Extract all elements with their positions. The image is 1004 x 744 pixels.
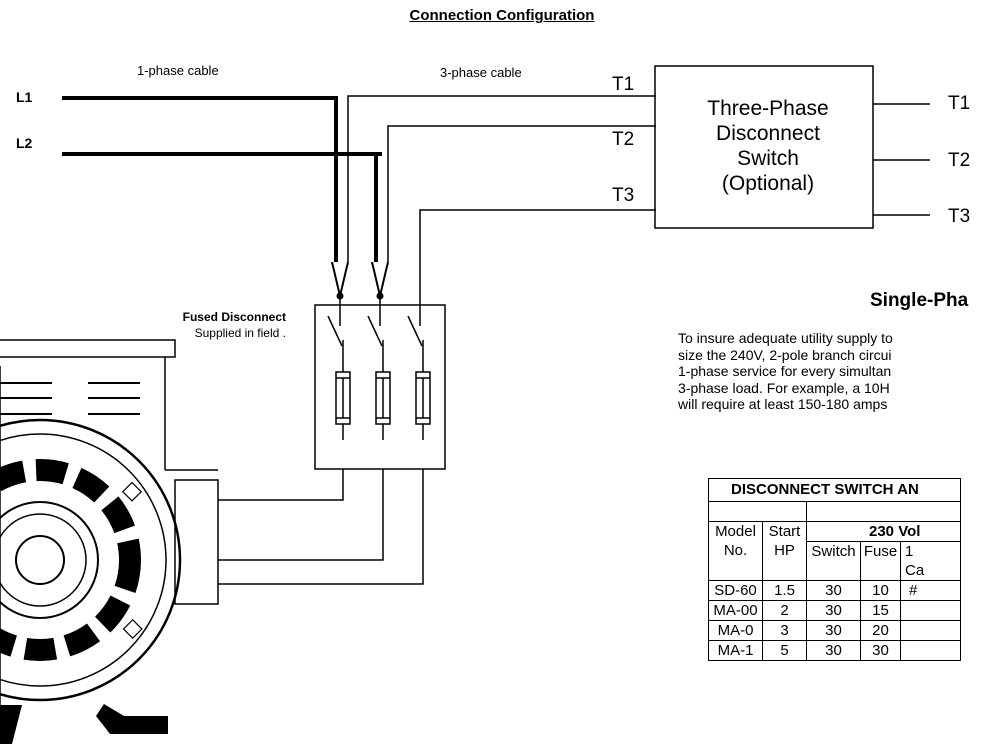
fused-disconnect-subtitle: Supplied in field . xyxy=(194,326,286,340)
cell-switch: 30 xyxy=(806,620,861,641)
cell-hp: 3 xyxy=(762,620,807,641)
paragraph-line: To insure adequate utility supply to xyxy=(678,330,893,346)
cell-fuse: 15 xyxy=(860,600,901,621)
table-blank-cell xyxy=(806,501,961,522)
motor-end-cap xyxy=(0,418,182,702)
cell-model: MA-0 xyxy=(708,620,763,641)
header-spacer xyxy=(708,561,763,581)
header-cable-2: Ca xyxy=(900,561,961,581)
motor-feed-wires xyxy=(218,469,424,585)
single-phase-cable-label: 1-phase cable xyxy=(137,63,219,78)
switch-label-line3: Switch xyxy=(737,147,799,170)
paragraph-line: size the 240V, 2-pole branch circui xyxy=(678,346,892,363)
header-model-2: No. xyxy=(708,541,763,561)
table-row: MA-1 5 30 30 xyxy=(708,640,961,661)
cable-splice xyxy=(331,261,389,297)
line-l2-label: L2 xyxy=(16,135,33,151)
terminal-out-t1: T1 xyxy=(948,93,971,114)
disconnect-switch-table: DISCONNECT SWITCH AN Model Start 230 Vol… xyxy=(708,478,961,661)
cell-model: MA-1 xyxy=(708,640,763,661)
switch-label-line2: Disconnect xyxy=(716,122,820,145)
cell-fuse: 20 xyxy=(860,620,901,641)
line-l1-label: L1 xyxy=(16,89,33,105)
switch-label-line1: Three-Phase xyxy=(707,97,829,120)
header-start-2: HP xyxy=(762,541,807,561)
cell-fuse: 30 xyxy=(860,640,901,661)
single-phase-lines xyxy=(62,96,382,262)
motor-feet xyxy=(0,704,168,744)
cell-cable: # xyxy=(900,580,961,601)
fused-disconnect-internals xyxy=(327,299,431,440)
terminal-out-t3: T3 xyxy=(948,206,971,227)
header-start: Start xyxy=(762,521,807,542)
header-model: Model xyxy=(708,521,763,542)
diagram-title: Connection Configuration xyxy=(409,7,595,24)
fused-disconnect-title: Fused Disconnect xyxy=(182,310,286,324)
paragraph-line: 1-phase service for every simultan xyxy=(678,363,892,379)
table-row: MA-00 2 30 15 xyxy=(708,600,961,621)
terminal-in-t2: T2 xyxy=(612,129,635,150)
terminal-in-t1: T1 xyxy=(612,74,635,95)
cell-cable xyxy=(900,640,961,661)
header-cable-1: 1 xyxy=(900,541,961,561)
cell-switch: 30 xyxy=(806,600,861,621)
header-fuse: Fuse xyxy=(860,541,901,561)
terminal-in-t3: T3 xyxy=(612,185,635,206)
output-leads xyxy=(873,103,930,216)
disconnect-switch-label: Three-Phase Disconnect Switch (Optional) xyxy=(668,96,868,196)
cell-cable xyxy=(900,620,961,641)
three-phase-cable-lines xyxy=(347,95,656,300)
motor xyxy=(0,339,219,744)
table-title: DISCONNECT SWITCH AN xyxy=(708,478,961,502)
paragraph-line: will require at least 150-180 amps xyxy=(678,396,888,412)
cell-fuse: 10 xyxy=(860,580,901,601)
cell-hp: 5 xyxy=(762,640,807,661)
cell-cable xyxy=(900,600,961,621)
table-blank-cell xyxy=(708,501,807,522)
paragraph-line: 3-phase load. For example, a 10H xyxy=(678,379,890,396)
cell-model: SD-60 xyxy=(708,580,763,601)
three-phase-cable-label: 3-phase cable xyxy=(440,65,522,80)
cell-switch: 30 xyxy=(806,640,861,661)
table-row: MA-0 3 30 20 xyxy=(708,620,961,641)
splice-dots xyxy=(336,292,384,300)
table-row: SD-60 1.5 30 10 # xyxy=(708,580,961,601)
cell-hp: 1.5 xyxy=(762,580,807,601)
section-heading: Single-Pha xyxy=(870,290,969,311)
header-spacer xyxy=(806,561,861,581)
header-spacer xyxy=(762,561,807,581)
cell-switch: 30 xyxy=(806,580,861,601)
cell-model: MA-00 xyxy=(708,600,763,621)
disconnect-switch-box xyxy=(654,65,874,229)
motor-vents xyxy=(0,382,140,415)
terminal-out-t2: T2 xyxy=(948,150,971,171)
header-switch: Switch xyxy=(806,541,861,561)
section-paragraph: To insure adequate utility supply to siz… xyxy=(678,330,1004,413)
switch-label-line4: (Optional) xyxy=(721,172,815,195)
header-spacer xyxy=(860,561,901,581)
cell-hp: 2 xyxy=(762,600,807,621)
header-voltage-group: 230 Vol xyxy=(806,521,961,542)
